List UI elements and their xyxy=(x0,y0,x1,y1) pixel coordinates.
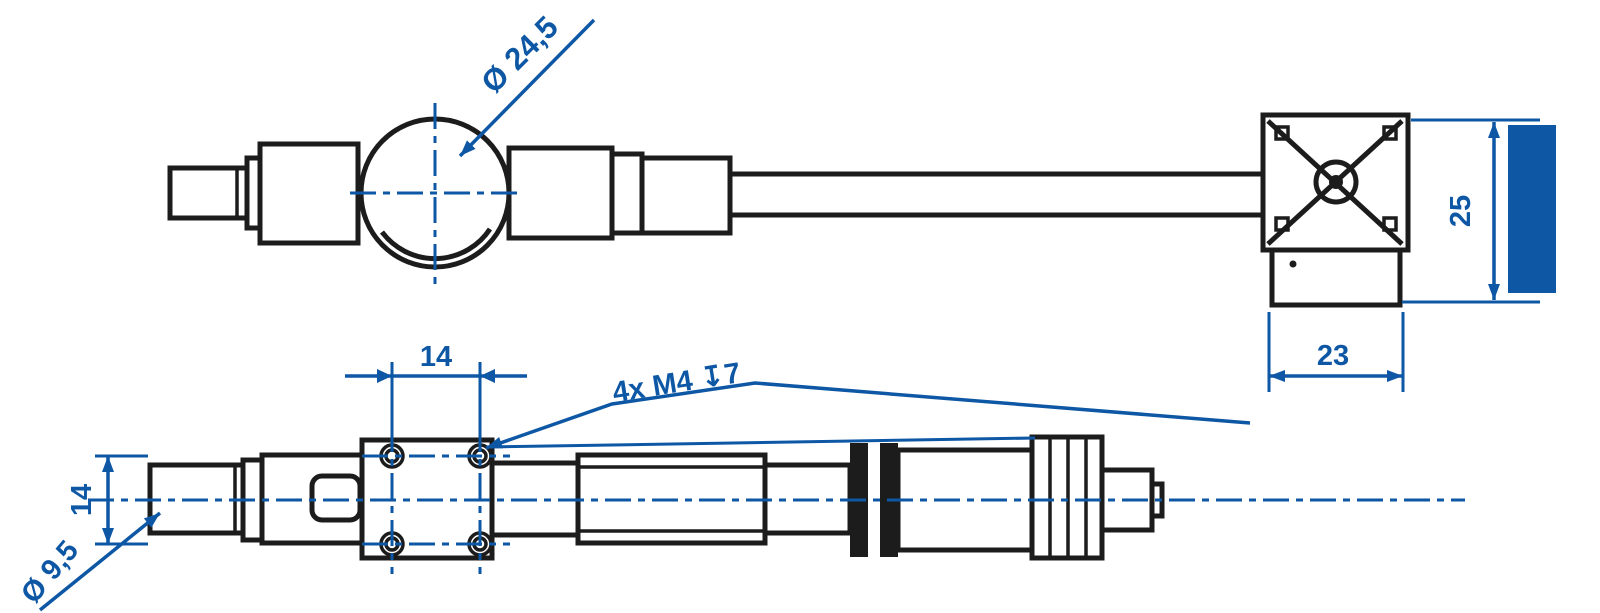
head-hub xyxy=(1313,159,1359,205)
head-base-block xyxy=(1269,247,1403,308)
clamp-inner-arc xyxy=(379,227,493,262)
housing-block xyxy=(257,141,361,246)
hole-spacing-vertical-label: 14 xyxy=(66,484,98,516)
left-diameter-leader xyxy=(38,511,162,612)
highlight-bar xyxy=(1508,125,1556,293)
head-height-label: 25 xyxy=(1445,195,1477,227)
body-step xyxy=(609,151,645,236)
dimension-arrow xyxy=(480,369,495,383)
hole-note-leader xyxy=(485,381,1251,450)
body-shoulder xyxy=(639,155,733,236)
hole-note-label: 4x M4 ↧7 xyxy=(610,357,743,409)
top-view-linework xyxy=(147,434,1165,561)
end-view-linework xyxy=(1260,112,1411,308)
body-section xyxy=(506,145,615,241)
left-diameter-label: Ø 9,5 xyxy=(15,535,85,610)
label-recess xyxy=(309,473,363,523)
centerlines xyxy=(88,103,1465,574)
dimension-arrow xyxy=(377,369,392,383)
dimensions: Ø 24,5 14 14 4x M4 ↧7 Ø 9,5 25 23 xyxy=(15,9,1556,612)
top-diameter-label: Ø 24,5 xyxy=(474,9,565,100)
hole-spacing-horizontal-label: 14 xyxy=(420,341,452,373)
head-width-label: 23 xyxy=(1317,340,1349,372)
side-view-linework xyxy=(167,116,1263,270)
diameter-leader xyxy=(458,18,596,158)
